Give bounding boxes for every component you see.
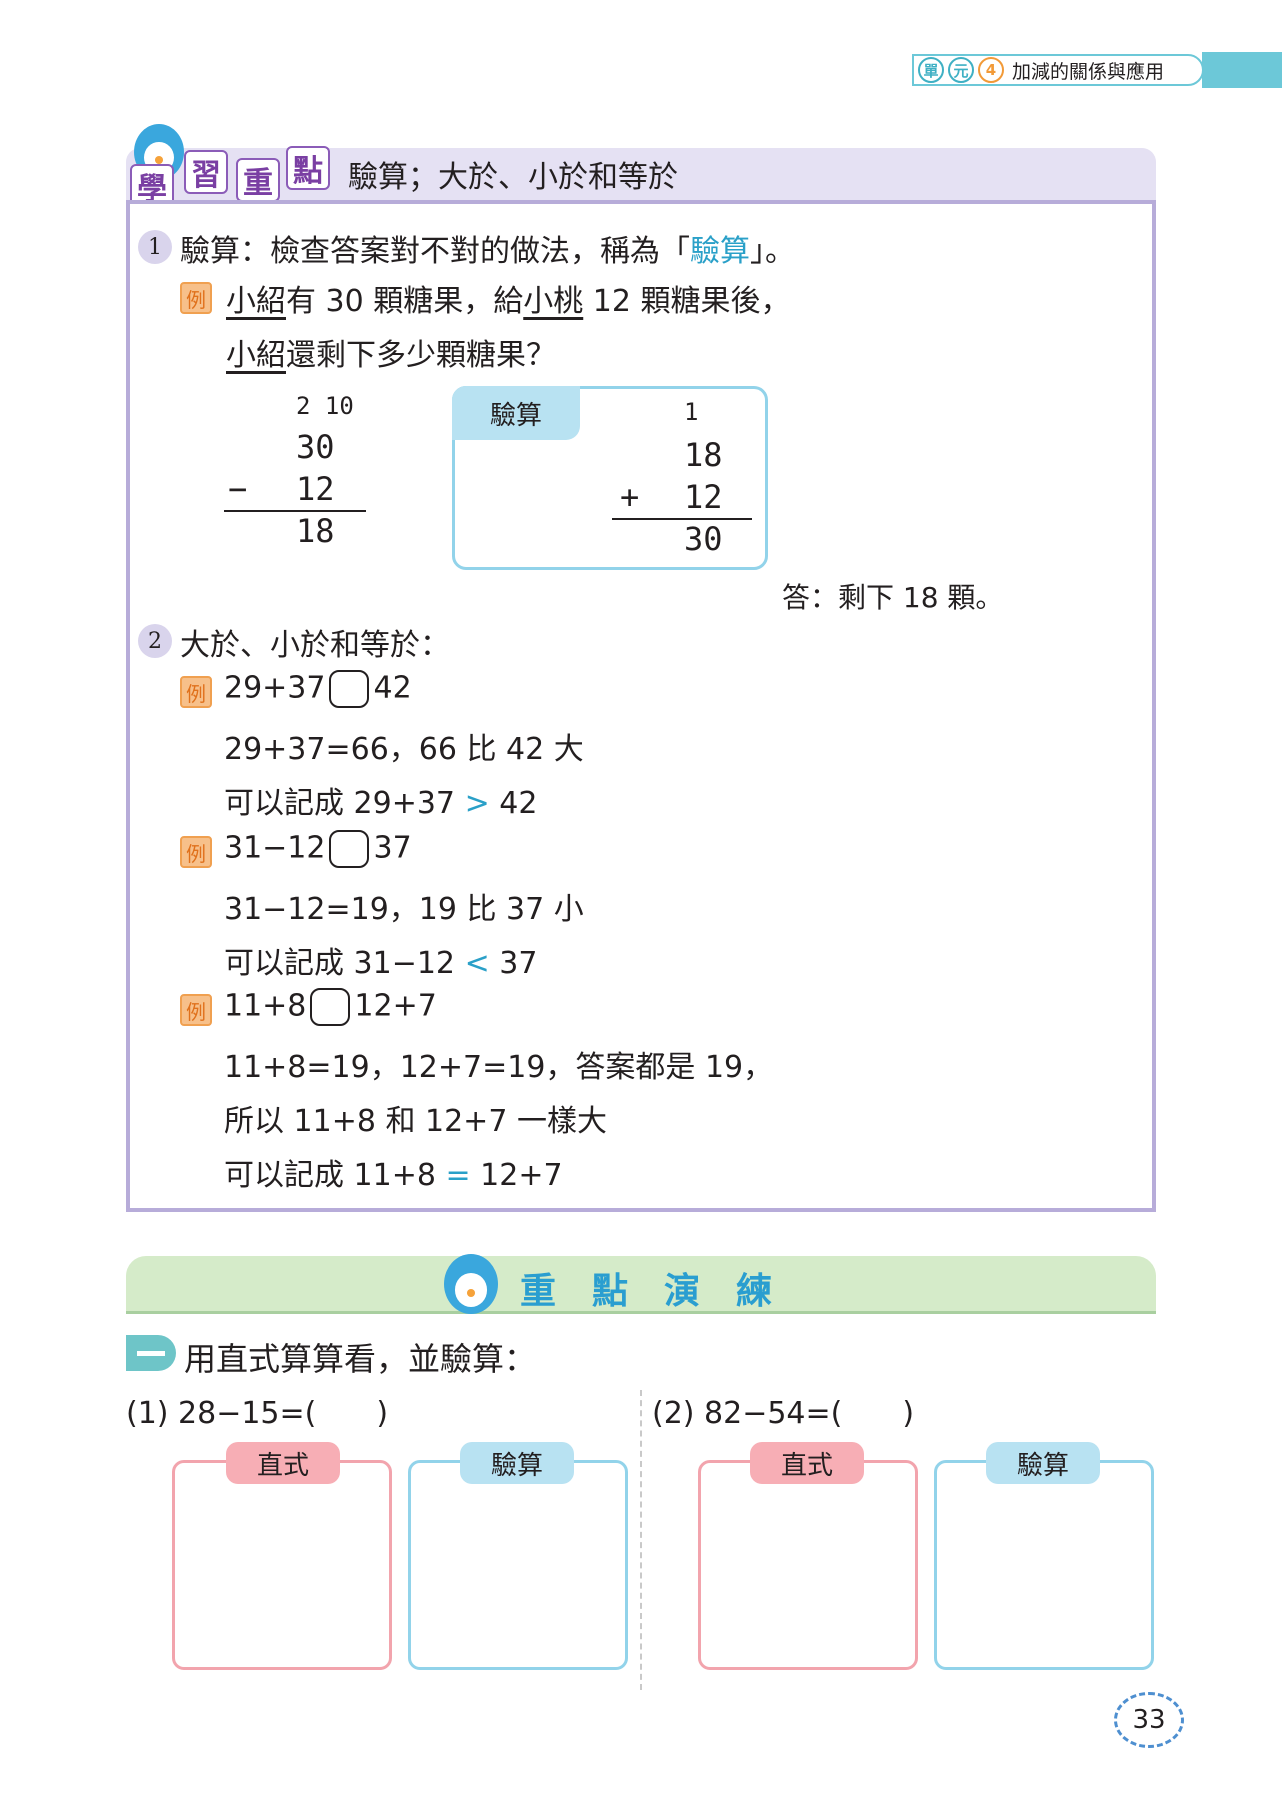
learn-badge: 學 習 重 點 xyxy=(130,124,336,210)
vsub-op: − xyxy=(228,470,248,508)
badge-char-2: 習 xyxy=(184,150,228,194)
learn-content-box xyxy=(126,200,1156,1212)
unit-header-tab: 單 元 4 加減的關係與應用 xyxy=(912,52,1282,88)
unit-title: 加減的關係與應用 xyxy=(1012,60,1165,83)
vadd-result: 30 xyxy=(684,520,723,558)
item1-definition: 驗算：檢查答案對不對的做法，稱為「驗算」。 xyxy=(180,234,795,269)
problem-1-calc-tag: 直式 xyxy=(226,1442,340,1484)
badge-char-3: 重 xyxy=(236,158,280,202)
column-divider xyxy=(640,1390,642,1690)
name-xiaoshao: 小紹 xyxy=(226,284,286,319)
equals-sign: = xyxy=(445,1158,471,1193)
unit-title-pill: 單 元 4 加減的關係與應用 xyxy=(912,54,1204,86)
learn-title: 驗算；大於、小於和等於 xyxy=(348,160,678,195)
badge-char-4: 點 xyxy=(286,146,330,190)
practice-header-band xyxy=(126,1256,1156,1314)
less-than-sign: < xyxy=(464,946,490,981)
term-check: 驗算 xyxy=(690,234,750,269)
example-a-explain: 29+37=66，66 比 42 大 xyxy=(224,732,584,767)
vadd-bottom: 12 xyxy=(684,478,723,516)
problem-2-calc-tag: 直式 xyxy=(750,1442,864,1484)
example-b-explain: 31−12=19，19 比 37 小 xyxy=(224,892,584,927)
item1-answer: 答：剩下 18 顆。 xyxy=(782,581,1004,614)
practice-title: 重點演練 xyxy=(520,1271,809,1312)
vadd-line xyxy=(612,518,752,520)
compare-blank-box xyxy=(329,670,370,708)
unit-number: 4 xyxy=(978,57,1004,83)
example-badge-b: 例 xyxy=(180,836,212,868)
vsub-bottom: 12 xyxy=(296,470,335,508)
example-a-result: 可以記成 29+37 > 42 xyxy=(224,786,538,821)
vadd-top: 18 xyxy=(684,436,723,474)
example-badge-c: 例 xyxy=(180,994,212,1026)
greater-than-sign: > xyxy=(464,786,490,821)
problem-1-check-area[interactable] xyxy=(408,1460,628,1670)
vadd-carry: 1 xyxy=(684,398,699,426)
problem-2-check-tag: 驗算 xyxy=(986,1442,1100,1484)
example-c-explain: 11+8=19，12+7=19，答案都是 19， xyxy=(224,1050,774,1085)
example1-line1: 小紹有 30 顆糖果，給小桃 12 顆糖果後， xyxy=(226,284,791,319)
unit-char-1: 單 xyxy=(918,57,944,83)
problem-1-calc-area[interactable] xyxy=(172,1460,392,1670)
practice-instruction: 用直式算算看，並驗算： xyxy=(184,1340,537,1378)
example-b-result: 可以記成 31−12 < 37 xyxy=(224,946,538,981)
problem-2-check-area[interactable] xyxy=(934,1460,1154,1670)
penguin-laptop-icon xyxy=(444,1254,498,1314)
example-c-explain-2: 所以 11+8 和 12+7 一樣大 xyxy=(224,1104,607,1139)
example-badge-a: 例 xyxy=(180,676,212,708)
compare-blank-box xyxy=(310,988,351,1026)
example1-line2: 小紹還剩下多少顆糖果？ xyxy=(226,338,556,373)
item-number-1: 1 xyxy=(138,230,172,264)
check-label: 驗算 xyxy=(452,386,580,440)
problem-2-label: (2) 82−54=( ) xyxy=(652,1396,915,1431)
problem-2-calc-area[interactable] xyxy=(698,1460,918,1670)
vsub-line xyxy=(224,510,366,512)
vadd-op: + xyxy=(620,478,640,516)
page-number: 33 xyxy=(1114,1692,1184,1748)
vsub-borrow: 2 10 xyxy=(296,392,354,420)
header-accent-bar xyxy=(1202,52,1282,88)
example-c-result: 可以記成 11+8 = 12+7 xyxy=(224,1158,563,1193)
item-number-2: 2 xyxy=(138,624,172,658)
vsub-top: 30 xyxy=(296,428,335,466)
unit-char-2: 元 xyxy=(948,57,974,83)
name-xiaoshao-2: 小紹 xyxy=(226,338,286,373)
problem-1-label: (1) 28−15=( ) xyxy=(126,1396,389,1431)
compare-blank-box xyxy=(329,830,370,868)
section-one-marker xyxy=(126,1335,176,1371)
item2-heading: 大於、小於和等於： xyxy=(180,628,450,663)
example-badge: 例 xyxy=(180,282,212,314)
problem-1-check-tag: 驗算 xyxy=(460,1442,574,1484)
name-xiaotao: 小桃 xyxy=(523,284,584,319)
vsub-result: 18 xyxy=(296,512,335,550)
